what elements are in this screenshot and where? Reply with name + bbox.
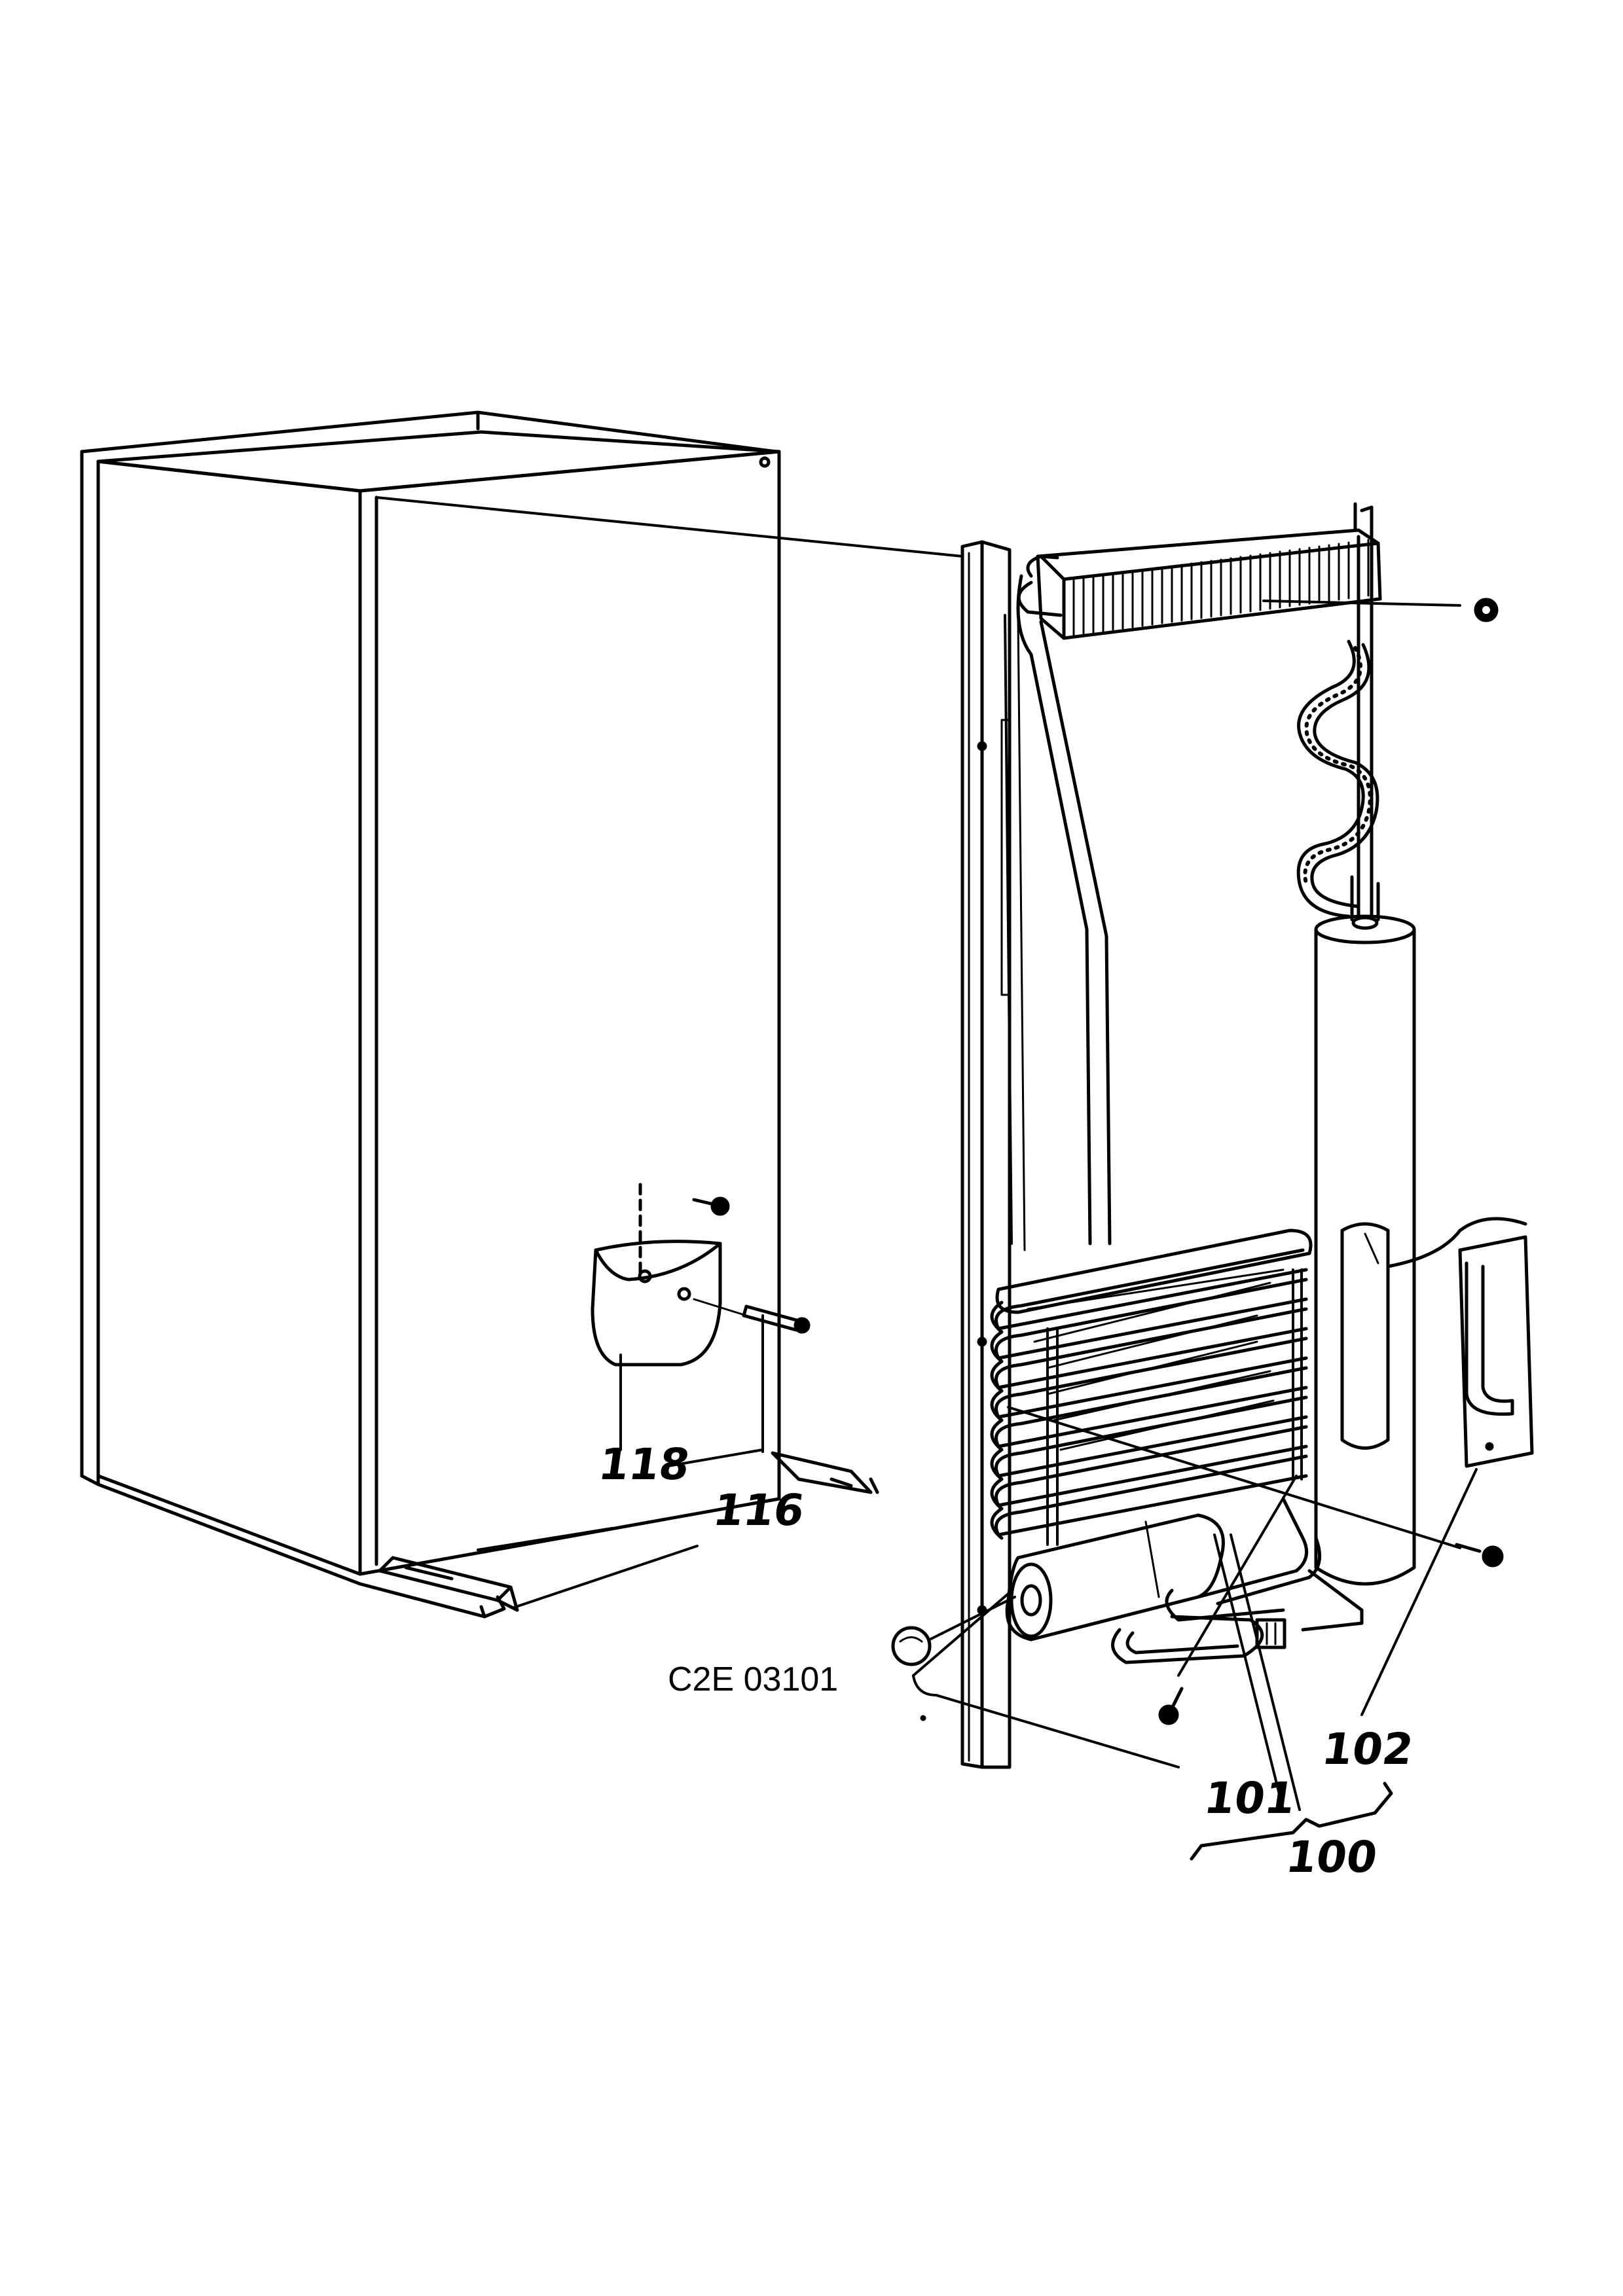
assembly-leader-line (375, 496, 964, 558)
callout-leaders-cabinet (477, 1354, 764, 1609)
cooling-unit (891, 502, 1534, 1811)
top-condenser-fins (1017, 528, 1382, 640)
mounting-pin (742, 1304, 811, 1453)
coil-condenser (990, 1229, 1313, 1546)
bottom-rail (378, 1556, 519, 1619)
refrigerator-cabinet (80, 410, 781, 1619)
heat-shield (1386, 1217, 1534, 1468)
burner-tube (1005, 1513, 1225, 1641)
drawing-dot (920, 1715, 926, 1721)
callout-116: 116 (710, 1485, 808, 1535)
screw-top-icon (1262, 598, 1499, 622)
bottom-u-pipes (1111, 1497, 1364, 1664)
mounting-cup (591, 1183, 748, 1367)
callout-brace-100 (1190, 1782, 1393, 1861)
callout-102: 102 (1319, 1724, 1417, 1774)
end-cap (891, 1596, 1016, 1666)
unit-frame (960, 540, 1012, 1769)
serpentine-pipe (1296, 639, 1379, 918)
boiler-riser-pipe (1016, 574, 1112, 1246)
cup-screw-icon (692, 1196, 730, 1216)
absorber-cylinder (1314, 875, 1416, 1586)
callout-118: 118 (595, 1439, 693, 1490)
callout-101: 101 (1201, 1773, 1299, 1823)
screw-bottom-icon (1158, 1687, 1184, 1725)
drawing-code: C2E 03101 (668, 1660, 839, 1698)
mounting-bracket (771, 1451, 879, 1494)
callout-100: 100 (1283, 1832, 1381, 1882)
screw-right-icon (1455, 1543, 1504, 1568)
callout-leaders-unit (912, 1406, 1478, 1811)
right-upright-pipe (1353, 502, 1374, 918)
